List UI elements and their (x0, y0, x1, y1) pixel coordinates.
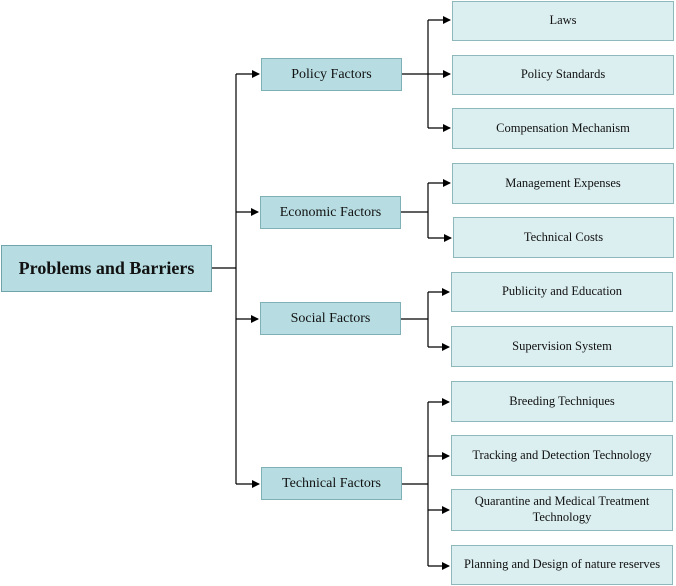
leaf-planning-design: Planning and Design of nature reserves (451, 545, 673, 585)
leaf-management-expenses: Management Expenses (452, 163, 674, 204)
leaf-technical-costs: Technical Costs (453, 217, 674, 258)
leaf-tracking-detection: Tracking and Detection Technology (451, 435, 673, 476)
leaf-laws: Laws (452, 1, 674, 41)
leaf-supervision-system: Supervision System (451, 326, 673, 367)
leaf-publicity-education: Publicity and Education (451, 272, 673, 312)
category-technical: Technical Factors (261, 467, 402, 500)
category-policy: Policy Factors (261, 58, 402, 91)
category-economic: Economic Factors (260, 196, 401, 229)
leaf-policy-standards: Policy Standards (452, 55, 674, 95)
category-social: Social Factors (260, 302, 401, 335)
leaf-breeding-techniques: Breeding Techniques (451, 381, 673, 422)
leaf-quarantine-medical: Quarantine and Medical Treatment Technol… (451, 489, 673, 531)
leaf-compensation-mechanism: Compensation Mechanism (452, 108, 674, 149)
root-node: Problems and Barriers (1, 245, 212, 292)
